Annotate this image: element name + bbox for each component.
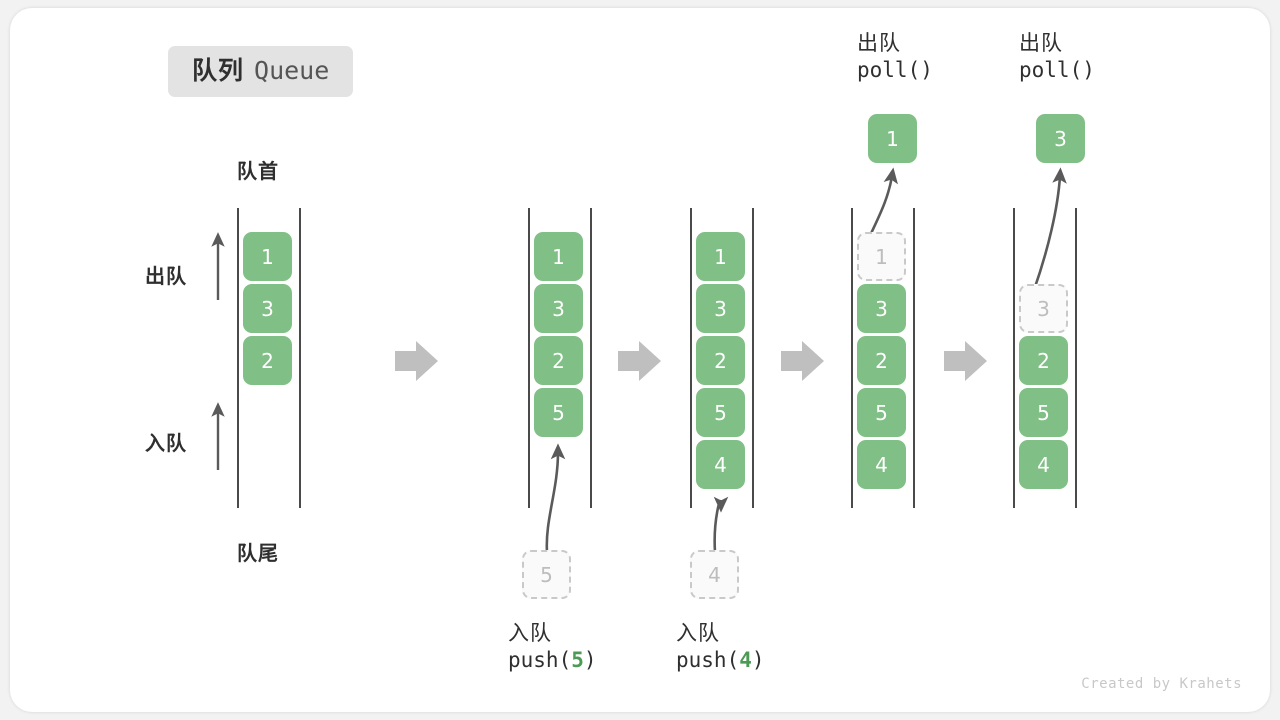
push4-label-code: push(4) <box>676 647 765 674</box>
column1-rail-left <box>237 208 239 508</box>
push5-operation-label: 入队 push(5) <box>508 620 597 675</box>
column2-cell-1: 1 <box>534 232 583 281</box>
column2-cell-4: 5 <box>534 388 583 437</box>
push4-label-cn: 入队 <box>676 621 720 645</box>
push5-fn-suffix: ) <box>583 648 597 673</box>
column2-incoming-ghost-cell: 5 <box>522 550 571 599</box>
column2-rail-right <box>590 208 592 508</box>
column1-rail-right <box>299 208 301 508</box>
poll1-operation-label: 出队 poll() <box>857 30 933 85</box>
queue-tail-label: 队尾 <box>237 541 279 565</box>
column2-cell-2: 3 <box>534 284 583 333</box>
column1-cell-3: 2 <box>243 336 292 385</box>
column3-cell-5: 4 <box>696 440 745 489</box>
column2-cell-3: 2 <box>534 336 583 385</box>
column5-cell-2: 2 <box>1019 336 1068 385</box>
column1-cell-1: 1 <box>243 232 292 281</box>
column3-cell-2: 3 <box>696 284 745 333</box>
column4-cell-1-ghost: 1 <box>857 232 906 281</box>
column3-rail-left <box>690 208 692 508</box>
column3-cell-4: 5 <box>696 388 745 437</box>
dequeue-direction-label: 出队 <box>145 264 187 288</box>
column3-incoming-ghost-cell: 4 <box>690 550 739 599</box>
column5-cell-3: 5 <box>1019 388 1068 437</box>
column5-rail-right <box>1075 208 1077 508</box>
poll2-output-cell: 3 <box>1036 114 1085 163</box>
column4-cell-3: 2 <box>857 336 906 385</box>
column4-cell-2: 3 <box>857 284 906 333</box>
column4-cell-4: 5 <box>857 388 906 437</box>
column3-cell-1: 1 <box>696 232 745 281</box>
push4-fn-suffix: ) <box>751 648 765 673</box>
footer-credit: Created by Krahets <box>1081 676 1242 692</box>
poll1-label-cn: 出队 <box>857 31 901 55</box>
column4-rail-left <box>851 208 853 508</box>
poll1-output-cell: 1 <box>868 114 917 163</box>
title-chinese: 队列 <box>192 56 245 85</box>
push5-fn-prefix: push( <box>508 648 572 673</box>
push4-fn-value: 4 <box>739 648 752 673</box>
poll2-label-cn: 出队 <box>1019 31 1063 55</box>
column5-cell-4: 4 <box>1019 440 1068 489</box>
push5-label-cn: 入队 <box>508 621 552 645</box>
push5-fn-value: 5 <box>571 648 584 673</box>
column3-rail-right <box>752 208 754 508</box>
poll1-label-code: poll() <box>857 58 933 83</box>
column5-cell-1-ghost: 3 <box>1019 284 1068 333</box>
poll2-operation-label: 出队 poll() <box>1019 30 1095 85</box>
diagram-title-badge: 队列 Queue <box>168 46 354 97</box>
column4-cell-5: 4 <box>857 440 906 489</box>
column1-cell-2: 3 <box>243 284 292 333</box>
column3-cell-3: 2 <box>696 336 745 385</box>
column2-rail-left <box>528 208 530 508</box>
title-english: Queue <box>254 56 330 85</box>
diagram-card <box>10 8 1270 712</box>
column4-rail-right <box>913 208 915 508</box>
poll2-label-code: poll() <box>1019 58 1095 83</box>
column5-rail-left <box>1013 208 1015 508</box>
queue-head-label: 队首 <box>237 159 279 183</box>
push4-operation-label: 入队 push(4) <box>676 620 765 675</box>
push4-fn-prefix: push( <box>676 648 740 673</box>
push5-label-code: push(5) <box>508 647 597 674</box>
enqueue-direction-label: 入队 <box>145 431 187 455</box>
